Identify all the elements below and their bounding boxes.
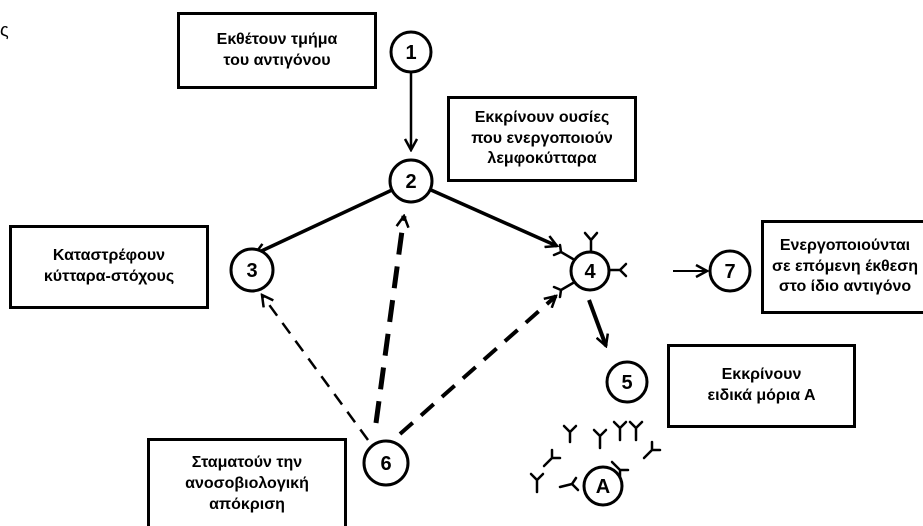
node-A: A [582, 465, 624, 507]
edge-4-to-5 [587, 299, 606, 346]
edge-2-to-4 [430, 188, 557, 246]
node-7: 7 [708, 249, 752, 293]
node-4-number: 4 [584, 261, 596, 283]
node-3-number: 3 [246, 260, 257, 282]
node-6: 6 [362, 439, 410, 487]
antibody-molecules [529, 420, 662, 494]
node-2: 2 [388, 158, 434, 204]
label-node-7: Ενεργοποιούνται σε επόμενη έκθεση στο ίδ… [761, 220, 923, 314]
edge-6-to-3 [262, 295, 370, 441]
node-4: 4 [569, 250, 611, 292]
edge-2-to-3 [255, 188, 393, 254]
node-3: 3 [229, 247, 275, 293]
edge-6-to-4 [398, 296, 556, 436]
label-box-node-6: Σταματούν την ανοσοβιολογική απόκριση [147, 438, 347, 526]
node-A-letter: A [596, 476, 610, 498]
edge-6-to-2 [373, 216, 404, 424]
label-box-node-2: Εκκρίνουν ουσίες που ενεργοποιούν λεμφοκ… [447, 96, 637, 182]
node-2-number: 2 [405, 171, 416, 193]
label-box-node-1: Εκθέτουν τμήμα του αντιγόνου [177, 12, 377, 89]
node-5-number: 5 [621, 372, 632, 394]
label-box-node-3: Καταστρέφουν κύτταρα-στόχους [9, 225, 209, 309]
label-box-node-5: Εκκρίνουν ειδικά μόρια Α [667, 344, 856, 428]
node-5: 5 [605, 360, 649, 404]
node-6-number: 6 [380, 453, 391, 475]
node-1: 1 [389, 30, 433, 74]
node-7-number: 7 [724, 261, 735, 283]
corner-fragment-text: ς [0, 20, 9, 40]
cell-4-receptors [552, 231, 628, 299]
node-1-number: 1 [405, 42, 416, 64]
